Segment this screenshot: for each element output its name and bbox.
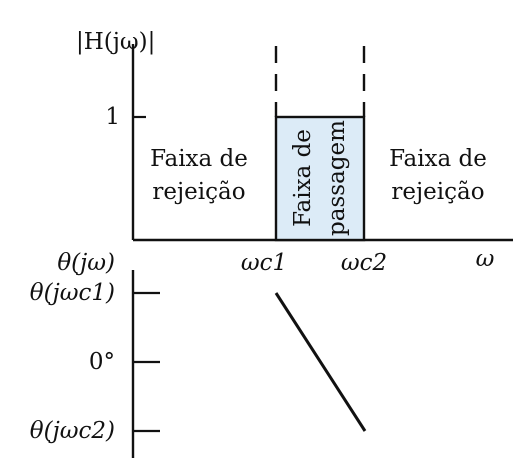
phase-axis-label: θ(jω) [57, 250, 115, 276]
phase-tick-zero-label: 0° [89, 349, 115, 375]
y-tick-1-label: 1 [105, 104, 120, 130]
x-tick-wc1: ωc1 [241, 250, 287, 276]
left-stopband-line1: Faixa de [150, 146, 248, 172]
right-stopband-line1: Faixa de [389, 146, 487, 172]
x-tick-wc2: ωc2 [341, 250, 387, 276]
passband-box [274, 115, 366, 242]
passband-line2: passagem [324, 120, 350, 236]
phase-response-line [274, 292, 367, 432]
passband-line1: Faixa de [290, 129, 316, 227]
phase-tick-wc1-label: θ(jωc1) [30, 280, 115, 306]
x-axis-label: ω [476, 246, 495, 272]
right-stopband-line2: rejeição [391, 179, 484, 205]
phase-tick-wc2-label: θ(jωc2) [30, 418, 115, 444]
left-stopband-line2: rejeição [152, 179, 245, 205]
magnitude-axis-label: |H(jω)| [76, 29, 155, 55]
